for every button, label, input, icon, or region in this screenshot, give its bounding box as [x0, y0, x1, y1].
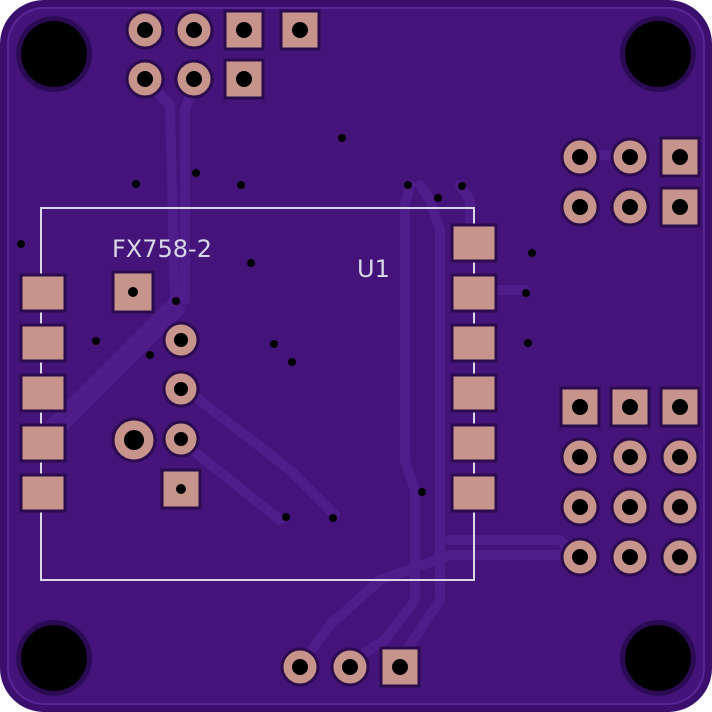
- via: [92, 337, 100, 345]
- header-top: [125, 9, 321, 100]
- via: [524, 339, 532, 347]
- th-pad-hole: [672, 449, 688, 465]
- via: [338, 134, 346, 142]
- trace: [395, 180, 445, 665]
- square-th-pad: [279, 9, 321, 51]
- th-pad-hole: [176, 484, 186, 494]
- smd-pad: [19, 423, 67, 463]
- u1-right-pads: [450, 223, 498, 513]
- trace: [175, 380, 340, 520]
- via: [288, 358, 296, 366]
- mounting-hole-top-right: [625, 21, 691, 87]
- vias: [17, 134, 536, 522]
- th-pad-hole: [236, 22, 252, 38]
- via: [172, 297, 180, 305]
- th-pad-hole: [672, 499, 688, 515]
- trace: [40, 305, 185, 450]
- via: [458, 182, 466, 190]
- th-pad-hole: [137, 71, 153, 87]
- th-pad-hole: [186, 22, 202, 38]
- th-pad-hole: [186, 71, 202, 87]
- smd-pad: [450, 323, 498, 363]
- fx758-component-pads: [111, 270, 202, 510]
- u1-left-pads: [19, 273, 67, 513]
- th-pad-hole: [128, 287, 138, 297]
- via: [418, 488, 426, 496]
- via: [247, 259, 255, 267]
- header-right-bottom: [559, 386, 701, 577]
- via: [404, 181, 412, 189]
- th-pad-hole: [572, 149, 588, 165]
- th-pad-hole: [622, 549, 638, 565]
- th-pad-hole: [174, 382, 188, 396]
- smd-pad: [19, 273, 67, 313]
- header-right-top: [560, 136, 701, 228]
- th-pad-hole: [572, 499, 588, 515]
- trace: [175, 435, 285, 525]
- smd-pad: [19, 323, 67, 363]
- via: [132, 180, 140, 188]
- trace: [340, 180, 420, 670]
- th-pad-hole: [342, 659, 358, 675]
- th-pad-hole: [622, 499, 638, 515]
- th-pad-hole: [622, 199, 638, 215]
- via: [522, 289, 530, 297]
- via: [146, 351, 154, 359]
- via: [17, 240, 25, 248]
- via: [528, 249, 536, 257]
- th-pad-hole: [292, 22, 308, 38]
- mounting-hole-bottom-right: [625, 625, 691, 691]
- smd-pad: [450, 223, 498, 263]
- th-pad-hole: [137, 22, 153, 38]
- via: [237, 181, 245, 189]
- th-pad-hole: [572, 399, 588, 415]
- th-pad-hole: [572, 199, 588, 215]
- mounting-hole-top-left: [21, 21, 87, 87]
- smd-pad: [450, 423, 498, 463]
- header-bottom: [280, 646, 421, 688]
- smd-pad: [450, 473, 498, 513]
- th-pad-hole: [124, 430, 144, 450]
- part-value-label: FX758-2: [112, 235, 212, 263]
- smd-pad: [450, 273, 498, 313]
- th-pad-hole: [672, 399, 688, 415]
- via: [282, 513, 290, 521]
- th-pad-hole: [392, 659, 408, 675]
- th-pad-hole: [174, 333, 188, 347]
- via: [329, 514, 337, 522]
- ref-designator-label: U1: [357, 255, 390, 283]
- th-pad-hole: [622, 149, 638, 165]
- th-pad-hole: [672, 199, 688, 215]
- th-pad-hole: [622, 449, 638, 465]
- th-pad-hole: [572, 449, 588, 465]
- smd-pad: [450, 373, 498, 413]
- smd-pad: [19, 473, 67, 513]
- square-th-pad: [609, 386, 651, 428]
- th-pad-hole: [622, 399, 638, 415]
- th-pad-hole: [572, 549, 588, 565]
- th-pad-hole: [174, 432, 188, 446]
- th-pad-hole: [672, 149, 688, 165]
- th-pad-hole: [236, 71, 252, 87]
- th-pad-hole: [672, 549, 688, 565]
- smd-pad: [19, 373, 67, 413]
- via: [192, 169, 200, 177]
- via: [270, 340, 278, 348]
- via: [434, 194, 442, 202]
- mounting-hole-bottom-left: [21, 625, 87, 691]
- mounting-holes: [16, 16, 696, 696]
- th-pad-hole: [292, 659, 308, 675]
